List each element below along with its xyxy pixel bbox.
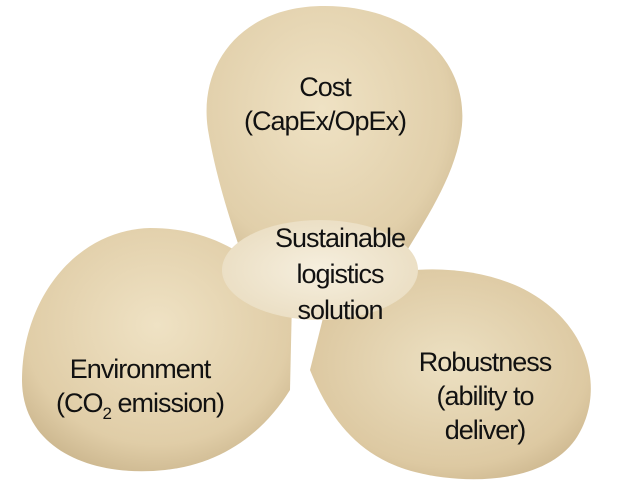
hub-label-line2: logistics bbox=[215, 256, 465, 292]
hub-label-line1: Sustainable bbox=[215, 220, 465, 256]
blade-right-label: Robustness (ability to deliver) bbox=[370, 345, 600, 447]
cost-label: Cost bbox=[200, 70, 450, 104]
blade-left-label: Environment (CO2 emission) bbox=[20, 352, 260, 420]
robustness-detail-line1: (ability to bbox=[370, 379, 600, 413]
cost-detail-label: (CapEx/OpEx) bbox=[200, 104, 450, 138]
environment-detail-label: (CO2 emission) bbox=[20, 386, 260, 420]
robustness-label: Robustness bbox=[370, 345, 600, 379]
environment-detail-prefix: (CO bbox=[56, 388, 103, 418]
hub-label: Sustainable logistics solution bbox=[215, 220, 465, 328]
co2-subscript: 2 bbox=[103, 404, 111, 423]
hub-label-line3: solution bbox=[215, 292, 465, 328]
blade-top-label: Cost (CapEx/OpEx) bbox=[200, 70, 450, 138]
robustness-detail-line2: deliver) bbox=[370, 413, 600, 447]
environment-detail-suffix: emission) bbox=[111, 388, 224, 418]
environment-label: Environment bbox=[20, 352, 260, 386]
